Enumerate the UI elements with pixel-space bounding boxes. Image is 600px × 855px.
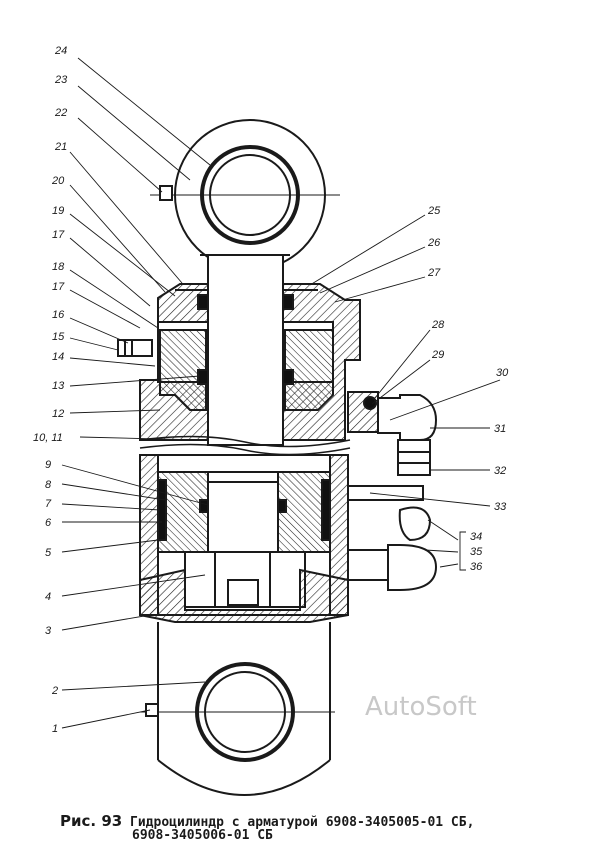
caption-line-2: 6908-3405006-01 СБ <box>132 828 273 843</box>
callout-17a: 17 <box>52 229 65 241</box>
callout-23: 23 <box>54 74 68 86</box>
watermark: AutoSoft <box>365 692 477 722</box>
callout-34: 34 <box>470 531 482 543</box>
callout-8: 8 <box>45 479 52 491</box>
callout-14: 14 <box>52 351 64 363</box>
angle-fitting <box>377 394 438 441</box>
callout-30: 30 <box>496 367 509 379</box>
callout-36: 36 <box>470 561 483 573</box>
callout-12: 12 <box>52 408 64 420</box>
callout-labels: 24 23 22 21 20 19 17 18 17 16 15 14 13 1… <box>33 45 509 735</box>
callout-31: 31 <box>494 423 506 435</box>
callout-1: 1 <box>52 723 58 735</box>
figure-caption: Рис. 93 Гидроцилиндр с арматурой 6908-34… <box>60 812 580 843</box>
callout-33: 33 <box>494 501 507 513</box>
adapter-fitting <box>397 439 431 476</box>
callout-27: 27 <box>427 267 441 279</box>
callout-10-11: 10, 11 <box>33 432 63 444</box>
callout-6: 6 <box>45 517 52 529</box>
callout-35: 35 <box>470 546 483 558</box>
callout-15: 15 <box>52 331 65 343</box>
figure-number: Рис. 93 <box>60 812 123 830</box>
callout-7: 7 <box>45 498 52 510</box>
callout-4: 4 <box>45 591 51 603</box>
callout-19: 19 <box>52 205 64 217</box>
callout-3: 3 <box>45 625 52 637</box>
callout-5: 5 <box>45 547 52 559</box>
callout-26: 26 <box>427 237 441 249</box>
piston-rod <box>207 254 284 446</box>
callout-18: 18 <box>52 261 65 273</box>
callout-2: 2 <box>51 685 58 697</box>
callout-9: 9 <box>45 459 51 471</box>
callout-24: 24 <box>54 45 67 57</box>
callout-13: 13 <box>52 380 65 392</box>
callout-22: 22 <box>54 107 67 119</box>
callout-25: 25 <box>427 205 441 217</box>
callout-20: 20 <box>51 175 65 187</box>
callout-21: 21 <box>54 141 67 153</box>
callout-32: 32 <box>494 465 506 477</box>
callout-17b: 17 <box>52 281 65 293</box>
callout-29: 29 <box>431 349 444 361</box>
callout-28: 28 <box>431 319 445 331</box>
plug-fitting <box>387 544 438 591</box>
caption-line-1: Гидроцилиндр с арматурой 6908-3405005-01… <box>130 815 475 830</box>
callout-16: 16 <box>52 309 65 321</box>
